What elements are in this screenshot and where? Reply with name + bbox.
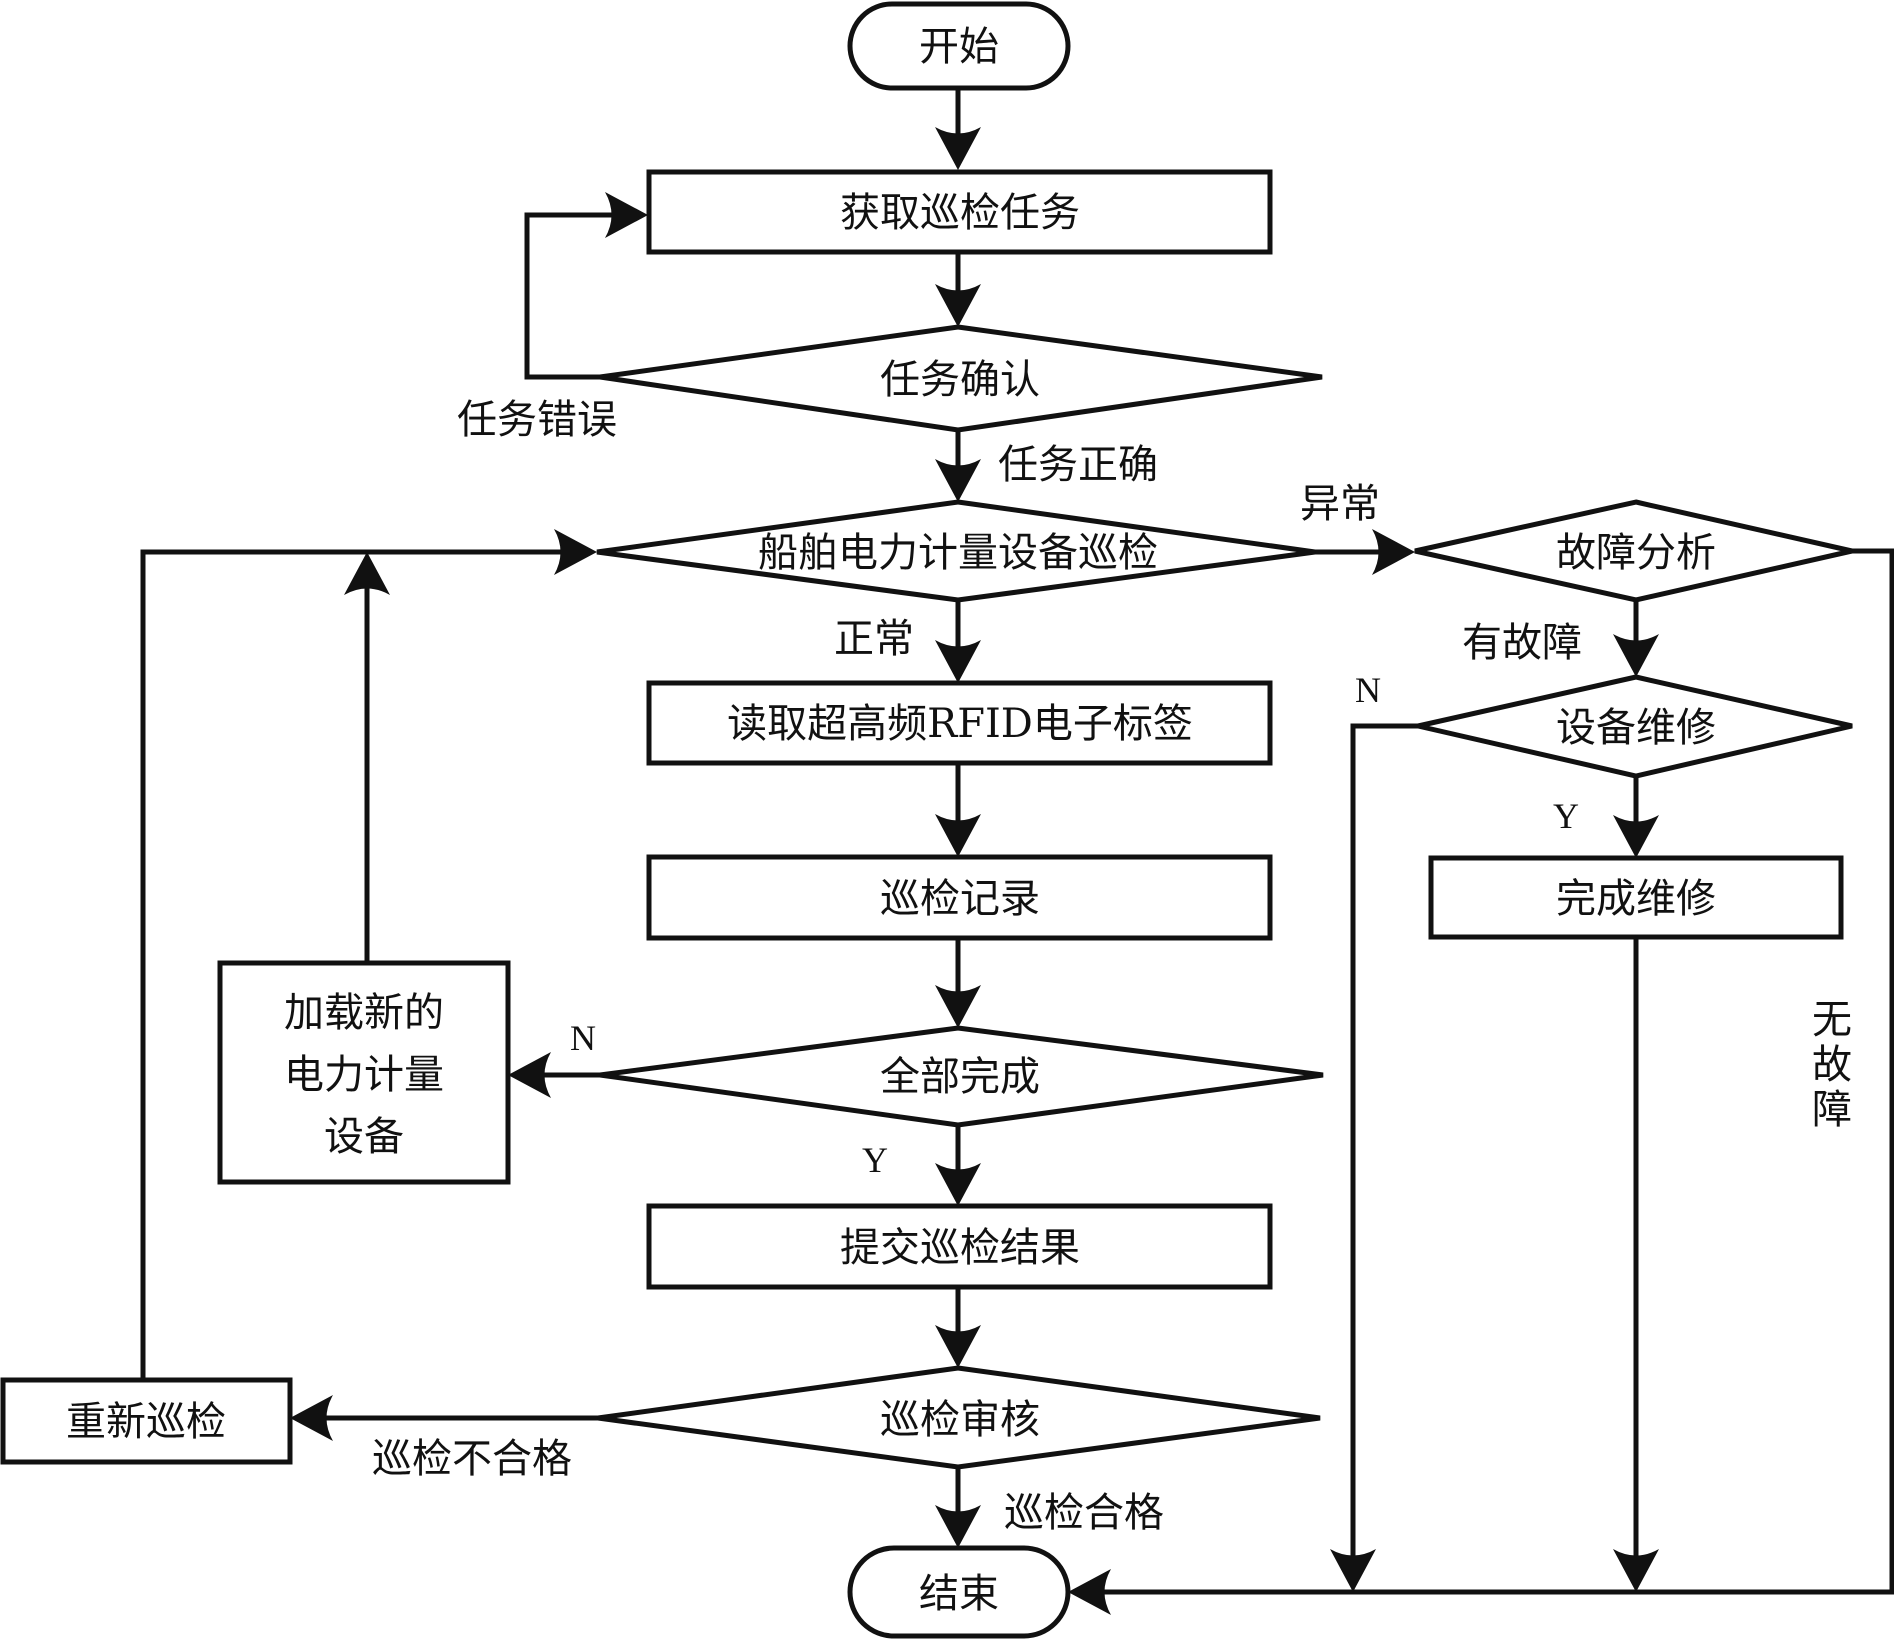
node-repair-decision-label: 设备维修 — [1556, 705, 1716, 751]
arrow-right-icon — [554, 529, 597, 575]
arrow-down-icon — [935, 1505, 981, 1548]
node-load-new-line-3: 设备 — [324, 1114, 404, 1160]
node-repair-done-label: 完成维修 — [1556, 876, 1716, 922]
label-all-done-no: N — [570, 1018, 596, 1058]
label-no-fault-2: 故 — [1812, 1042, 1852, 1088]
node-all-done: 全部完成 — [599, 1025, 1324, 1128]
node-submit-label: 提交巡检结果 — [840, 1225, 1080, 1271]
node-load-new-line-1: 加载新的 — [284, 990, 444, 1036]
node-all-done-label: 全部完成 — [880, 1054, 1040, 1100]
node-submit: 提交巡检结果 — [646, 1203, 1273, 1290]
arrowheads — [290, 127, 1659, 1615]
node-confirm-task: 任务确认 — [599, 324, 1323, 433]
arrow-down-icon — [935, 814, 981, 857]
connectors — [140, 88, 1894, 1595]
node-start-label: 开始 — [919, 24, 999, 70]
label-abnormal: 异常 — [1300, 481, 1380, 527]
node-record-label: 巡检记录 — [880, 876, 1040, 922]
node-record: 巡检记录 — [646, 854, 1273, 941]
edge-no-fault-to-end — [1085, 548, 1894, 1595]
arrow-right-icon — [605, 192, 648, 238]
label-no-fault-3: 障 — [1812, 1087, 1852, 1133]
node-end-label: 结束 — [919, 1571, 999, 1617]
node-reinspect: 重新巡检 — [0, 1377, 293, 1465]
arrow-down-icon — [935, 284, 981, 327]
node-inspect: 船舶电力计量设备巡检 — [596, 499, 1316, 603]
arrow-down-icon — [1613, 815, 1659, 858]
label-task-error: 任务错误 — [457, 397, 617, 443]
node-confirm-task-label: 任务确认 — [880, 357, 1040, 403]
node-repair-decision: 设备维修 — [1417, 674, 1853, 779]
label-has-fault: 有故障 — [1462, 620, 1582, 666]
edge-labels: 任务错误 任务正确 异常 正常 有故障 N Y N Y 巡检不合格 巡检合格 无… — [372, 397, 1852, 1536]
arrow-down-icon — [935, 1325, 981, 1368]
label-repair-yes: Y — [1553, 796, 1579, 836]
label-audit-pass: 巡检合格 — [1004, 1490, 1164, 1536]
node-end: 结束 — [847, 1545, 1071, 1639]
node-fault-analysis: 故障分析 — [1414, 499, 1853, 603]
node-audit: 巡检审核 — [597, 1365, 1321, 1470]
arrow-down-icon — [935, 127, 981, 170]
arrow-down-icon — [1613, 634, 1659, 677]
node-get-task: 获取巡检任务 — [646, 169, 1273, 255]
label-no-fault-1: 无 — [1812, 997, 1852, 1043]
arrow-down-icon — [935, 459, 981, 502]
arrow-left-icon — [1068, 1569, 1111, 1615]
label-audit-fail: 巡检不合格 — [372, 1436, 572, 1482]
edge-task-error-loop — [524, 212, 620, 380]
arrow-down-icon — [1613, 1549, 1659, 1592]
edge-reinspect-to-inspect — [140, 549, 580, 1380]
node-repair-done: 完成维修 — [1428, 855, 1844, 940]
node-start: 开始 — [847, 1, 1071, 91]
node-load-new: 加载新的 电力计量 设备 — [217, 960, 511, 1185]
arrow-up-icon — [344, 552, 390, 595]
arrow-down-icon — [935, 640, 981, 683]
node-inspect-label: 船舶电力计量设备巡检 — [758, 530, 1158, 576]
node-read-rfid: 读取超高频RFID电子标签 — [646, 680, 1273, 766]
arrow-down-icon — [935, 1163, 981, 1206]
label-normal: 正常 — [834, 616, 914, 662]
node-load-new-line-2: 电力计量 — [284, 1052, 444, 1098]
node-reinspect-label: 重新巡检 — [66, 1399, 226, 1445]
label-repair-no: N — [1355, 670, 1381, 710]
edge-repair-no-to-end — [1350, 723, 1418, 1576]
arrow-down-icon — [1330, 1549, 1376, 1592]
arrow-left-icon — [508, 1052, 551, 1098]
node-get-task-label: 获取巡检任务 — [840, 190, 1080, 236]
node-audit-label: 巡检审核 — [880, 1397, 1040, 1443]
arrow-down-icon — [935, 985, 981, 1028]
arrow-left-icon — [290, 1395, 333, 1441]
label-task-correct: 任务正确 — [998, 442, 1158, 488]
node-read-rfid-label: 读取超高频RFID电子标签 — [727, 701, 1193, 747]
arrow-right-icon — [1372, 529, 1415, 575]
label-all-done-yes: Y — [862, 1140, 888, 1180]
node-fault-analysis-label: 故障分析 — [1556, 530, 1716, 576]
